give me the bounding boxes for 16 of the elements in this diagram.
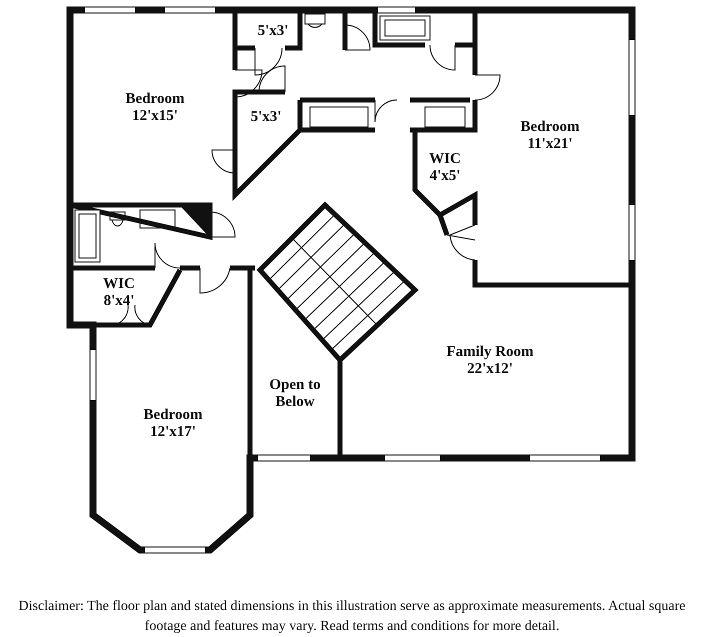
room-dimensions: 4'x5' xyxy=(430,168,460,184)
room-dimensions: 8'x4' xyxy=(104,292,134,310)
room-dimensions: 12'x17' xyxy=(150,424,196,440)
room-dimensions: 12'x15' xyxy=(132,108,178,124)
room-name: Bedroom xyxy=(520,118,580,136)
room-name: WIC xyxy=(429,150,461,168)
room-name: Bedroom xyxy=(126,90,184,108)
disclaimer-text: Disclaimer: The floor plan and stated dimensions in this illustration serve as approximate measurements. Actual square footage and features may vary. Read terms and conditions for more detail. xyxy=(18,598,686,636)
room-name: WIC xyxy=(103,276,135,292)
room-name: Bedroom xyxy=(144,406,202,424)
room-dimensions: 22'x12' xyxy=(467,360,513,378)
room-name: Open to Below xyxy=(268,377,322,411)
room-dimensions: 5'x3' xyxy=(250,108,282,126)
room-name: Family Room xyxy=(446,344,534,360)
room-dimensions: 5'x3' xyxy=(258,22,288,40)
room-dimensions: 11'x21' xyxy=(527,136,572,152)
